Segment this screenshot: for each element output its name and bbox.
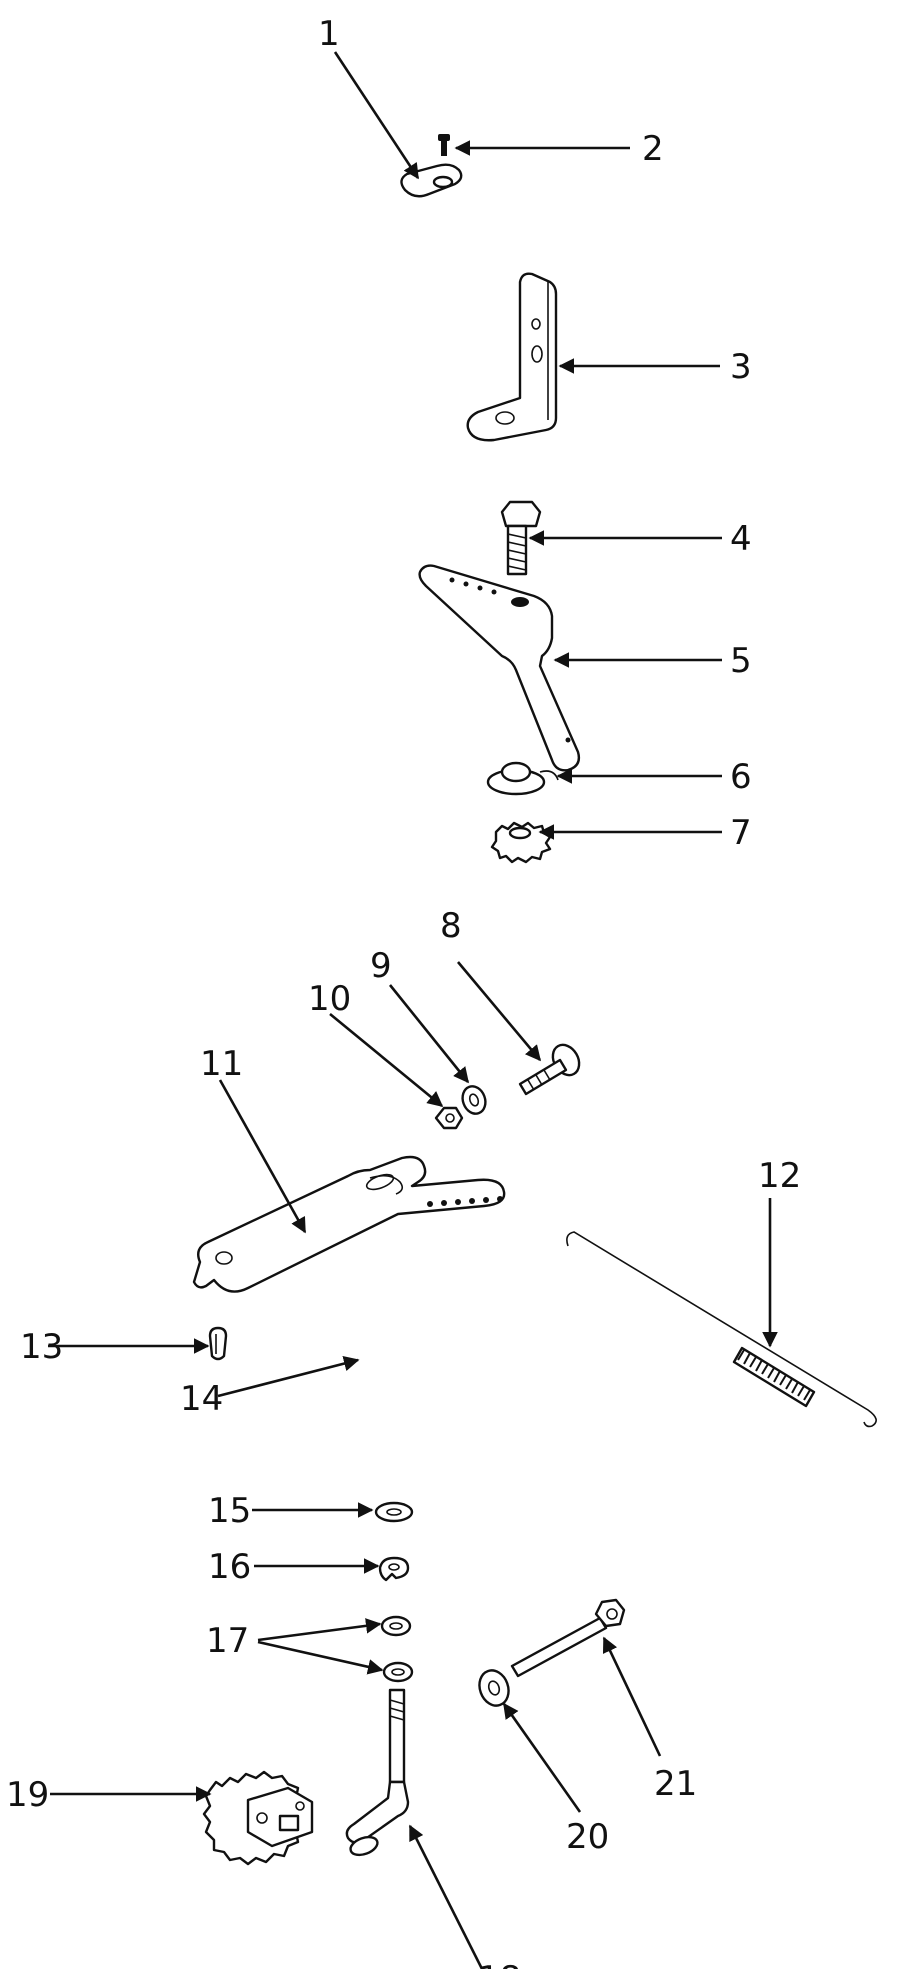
callout-7: 12 <box>758 1156 801 1196</box>
callout-1: 14 <box>180 1379 223 1419</box>
part-20-lock-washer <box>378 1556 410 1582</box>
callout-10: 3 <box>730 347 752 387</box>
part-13-bushing <box>486 761 559 796</box>
part-16-washer <box>478 1669 510 1707</box>
callout-4: 10 <box>308 979 351 1019</box>
callout-3: 11 <box>200 1044 243 1084</box>
part-17-shift-lever <box>345 1688 410 1857</box>
leader-17 <box>408 1824 484 1969</box>
callout-18: 17 <box>206 1621 249 1661</box>
callout-20: 16 <box>208 1547 251 1587</box>
leader-5 <box>388 984 470 1084</box>
part-4-nut <box>434 1106 464 1130</box>
callout-16: 20 <box>566 1817 609 1857</box>
leader-6 <box>457 961 542 1062</box>
leader-8 <box>333 51 420 180</box>
callout-15: 21 <box>654 1764 697 1804</box>
callout-2: 13 <box>20 1327 63 1367</box>
part-6-bolt <box>518 1043 581 1096</box>
leader-18a <box>257 1618 382 1642</box>
callout-6: 8 <box>440 906 462 946</box>
part-8-clip <box>400 163 463 198</box>
leader-18b <box>257 1640 384 1675</box>
part-14-star-washer <box>490 821 552 864</box>
part-19-washer <box>374 1501 414 1523</box>
part-21-gear-assembly <box>202 1770 314 1866</box>
part-2-pin <box>208 1326 228 1361</box>
callout-21: 19 <box>6 1775 49 1815</box>
callout-9: 2 <box>642 129 664 169</box>
leader-1 <box>217 1355 360 1398</box>
callout-19: 15 <box>208 1491 251 1531</box>
part-7-spring-rod <box>566 1231 877 1428</box>
part-9-screw <box>438 134 450 156</box>
leader-16 <box>502 1702 582 1813</box>
part-15-shaft <box>510 1598 626 1678</box>
callout-14: 7 <box>730 813 752 853</box>
leader-4 <box>329 1012 444 1108</box>
part-3-lever-bracket <box>192 1155 506 1293</box>
part-1-bent-rod <box>361 1339 745 1569</box>
part-10-angle-bracket <box>466 272 558 442</box>
part-11-bolt <box>500 500 542 576</box>
callout-13: 6 <box>730 757 752 797</box>
callout-5: 9 <box>370 946 392 986</box>
callout-8: 1 <box>318 14 340 54</box>
callout-11: 4 <box>730 519 752 559</box>
callout-17: 18 <box>478 1959 521 1969</box>
part-18-washers <box>380 1615 414 1683</box>
leader-3 <box>218 1079 307 1234</box>
leader-15 <box>602 1636 662 1757</box>
callout-12: 5 <box>730 641 752 681</box>
part-5-washer <box>461 1085 487 1115</box>
part-12-lever-arm <box>418 564 581 772</box>
